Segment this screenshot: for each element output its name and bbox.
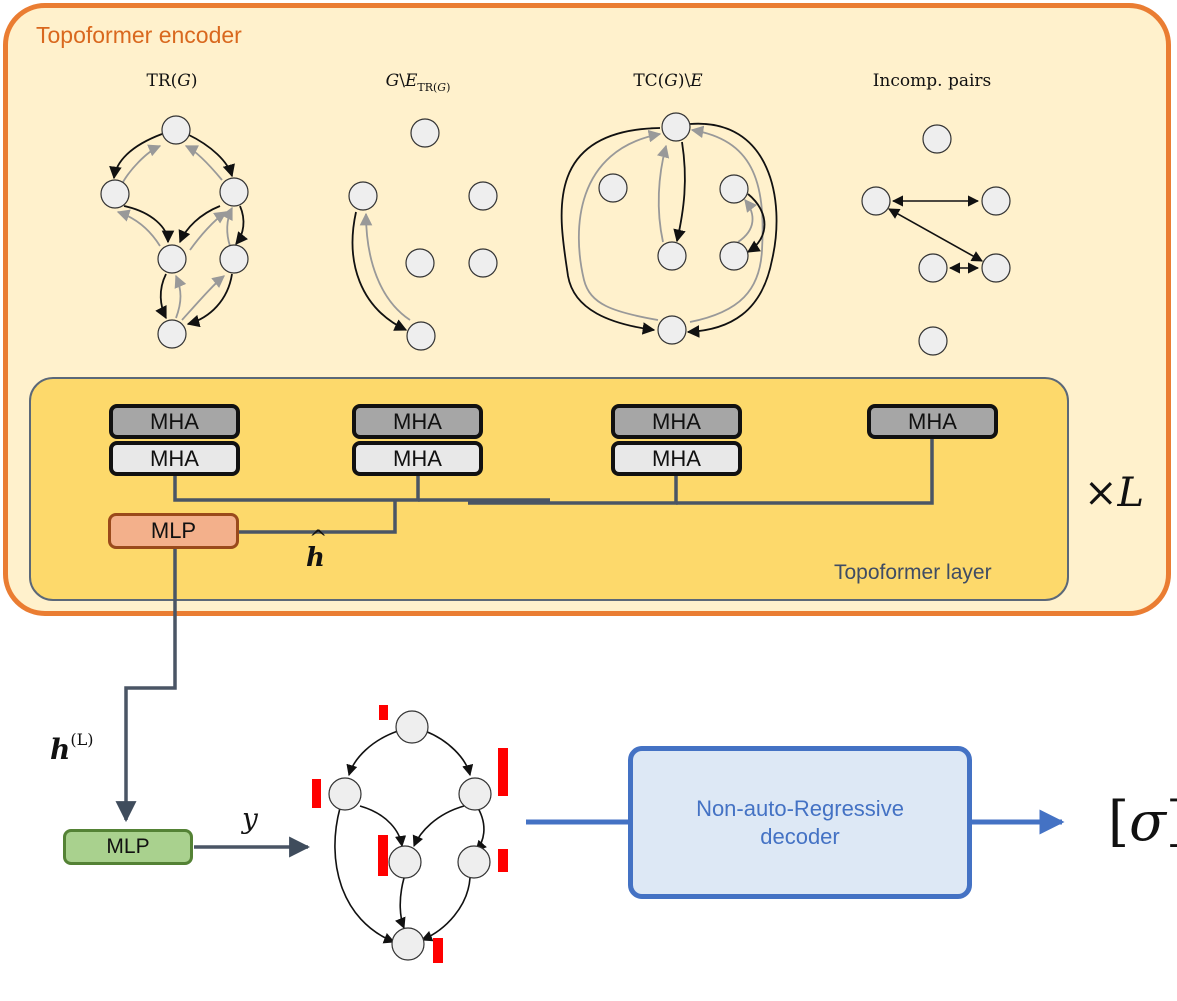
output-connector [115,549,311,858]
priority-bar [498,748,508,796]
graph-priority-edges [334,730,487,944]
priority-bars [312,705,508,963]
label-g-minus-e: G\ETR(G) [386,71,451,94]
repeat-layer-label: ×L [1084,470,1145,516]
graph-tr-g-nodes [100,115,249,349]
non-autoregressive-decoder: Non-auto-Regressive decoder [628,746,972,899]
mlp-layer-block: MLP [108,513,239,549]
y-label: y [242,802,258,835]
mlp-output-block: MLP [63,829,193,865]
encoder-title: Topoformer encoder [36,22,242,48]
mha-connectors [173,437,934,534]
graph-priority-nodes [328,710,492,961]
graph-tc-g-minus-e-nodes [598,112,749,345]
h-L-label: h(L) [50,729,94,766]
priority-bar [379,705,388,720]
sigma-output: [σ] [1108,790,1177,853]
graph-tc-g-minus-e [560,122,778,338]
label-tc-g-minus-e: TC(G)\E [633,71,703,91]
mha-block-3-top: MHA [611,404,742,439]
priority-bar [498,849,508,872]
graph-g-minus-etr-nodes [348,118,498,351]
mha-block-3-bottom: MHA [611,441,742,476]
h-hat-label: ^h [306,527,328,573]
priority-bar [433,938,443,963]
mha-block-4: MHA [867,404,998,439]
priority-bar [378,835,388,876]
mha-block-2-top: MHA [352,404,483,439]
mha-block-1-bottom: MHA [109,441,240,476]
mha-block-2-bottom: MHA [352,441,483,476]
label-tr-g: TR(G) [146,71,197,91]
graph-incomp-pairs-nodes [861,124,1011,356]
graph-tr-g [109,133,249,328]
graph-g-minus-etr [351,211,411,331]
layer-title: Topoformer layer [834,561,992,584]
graph-incomp-pairs [888,195,983,274]
mha-block-1-top: MHA [109,404,240,439]
label-incomp-pairs: Incomp. pairs [873,71,992,91]
priority-bar [312,779,321,808]
